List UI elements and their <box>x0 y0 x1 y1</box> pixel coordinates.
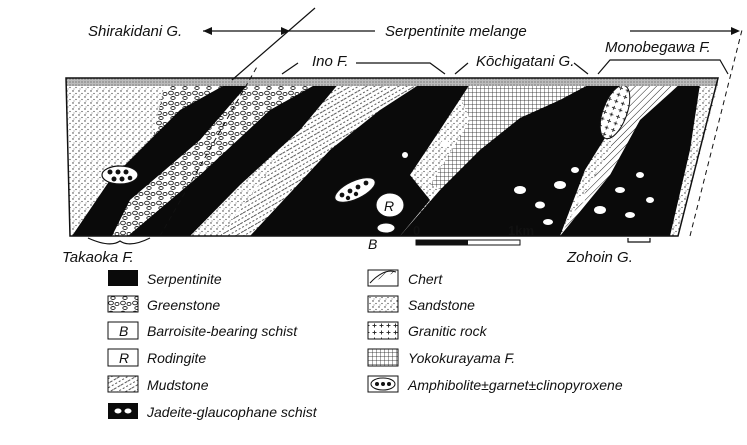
ino-label: Ino F. <box>312 53 348 70</box>
jadeite-swatch-icon <box>108 403 138 419</box>
legend-label: Granitic rock <box>408 323 488 339</box>
cross-section: R <box>66 30 742 236</box>
legend-item-granitic: Granitic rock <box>368 322 488 339</box>
sandstone-swatch-icon <box>368 296 398 312</box>
takaoka-label: Takaoka F. <box>62 249 134 266</box>
legend-label: Jadeite-glaucophane schist <box>146 404 318 420</box>
small-block-1 <box>442 140 449 147</box>
legend-item-amphibolite: Amphibolite±garnet±clinopyroxene <box>368 376 623 393</box>
shirakidani-label: Shirakidani G. <box>88 23 182 40</box>
legend-label: Barroisite-bearing schist <box>147 323 298 339</box>
legend-item-greenstone: Greenstone <box>108 296 220 313</box>
legend: Serpentinite Greenstone B Barroisite-bea… <box>108 270 623 420</box>
diagonal-fault-top <box>232 8 315 80</box>
monobegawa-label: Monobegawa F. <box>605 39 711 56</box>
legend-item-chert: Chert <box>368 270 443 287</box>
legend-item-yokokurayama: Yokokurayama F. <box>368 349 515 366</box>
legend-letter: R <box>119 350 129 366</box>
jadeite-swatch-dot <box>115 409 122 414</box>
kochigatani-label: Kōchigatani G. <box>476 53 574 70</box>
legend-label: Amphibolite±garnet±clinopyroxene <box>407 377 623 393</box>
surface-band <box>66 78 718 86</box>
amphibolite-swatch-dot <box>387 382 391 386</box>
rodingite-block-label: R <box>384 198 394 214</box>
serpentinite-swatch-icon <box>108 270 138 286</box>
scale-end-label: 1km <box>508 223 534 238</box>
greenstone-swatch-icon <box>108 296 138 312</box>
scale-start-label: 0 <box>413 223 420 238</box>
legend-label: Mudstone <box>147 377 209 393</box>
legend-item-rodingite: R Rodingite <box>108 349 206 366</box>
legend-item-mudstone: Mudstone <box>108 376 209 393</box>
amphibolite-swatch-dot <box>381 382 385 386</box>
yokokurayama-swatch-icon <box>368 349 398 366</box>
legend-label: Greenstone <box>147 297 220 313</box>
legend-item-sandstone: Sandstone <box>368 296 475 313</box>
small-block-2 <box>402 152 408 158</box>
amphibolite-swatch-dot <box>375 382 379 386</box>
mudstone-swatch-icon <box>108 376 138 392</box>
legend-label: Sandstone <box>408 297 475 313</box>
jadeite-swatch-dot <box>125 409 132 414</box>
arrow-head-right <box>731 27 740 35</box>
zohoin-label: Zohoin G. <box>566 249 633 266</box>
barroisite-marker-label: B <box>368 236 377 252</box>
top-annotations: Shirakidani G. Serpentinite melange Ino … <box>88 8 740 80</box>
legend-label: Yokokurayama F. <box>408 350 515 366</box>
barroisite-block <box>377 223 395 233</box>
ino-bracket <box>282 63 445 74</box>
monobegawa-bracket <box>598 60 728 74</box>
legend-label: Serpentinite <box>147 271 222 287</box>
takaoka-bracket <box>88 238 150 244</box>
zohoin-bracket <box>628 238 650 242</box>
serpentinite-melange-label: Serpentinite melange <box>385 23 527 40</box>
arrow-head-left <box>203 27 212 35</box>
legend-item-jadeite: Jadeite-glaucophane schist <box>108 403 318 420</box>
legend-label: Rodingite <box>147 350 206 366</box>
legend-label: Chert <box>408 271 443 287</box>
granitic-swatch-icon <box>368 322 398 339</box>
legend-item-barroisite: B Barroisite-bearing schist <box>108 322 298 339</box>
legend-letter: B <box>119 323 128 339</box>
legend-item-serpentinite: Serpentinite <box>108 270 222 287</box>
